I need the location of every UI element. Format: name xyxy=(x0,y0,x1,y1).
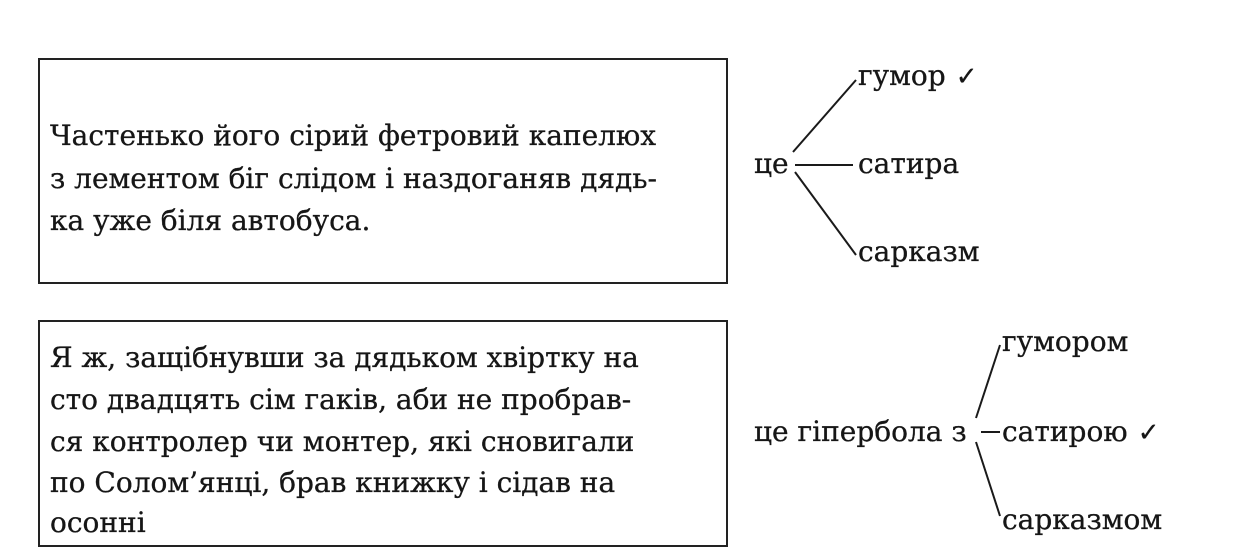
quote-box-1: Частенько його сірий фетровий капелюх з … xyxy=(38,58,728,284)
branch-line xyxy=(975,441,1001,517)
quote-line: по Солом’янці, брав книжку і сідав на xyxy=(50,466,616,499)
branch-line xyxy=(794,171,857,256)
stem-1: це xyxy=(754,147,789,180)
option-humor[interactable]: гуморoм xyxy=(1002,325,1129,358)
branch-line xyxy=(975,344,1001,419)
option-satire[interactable]: сатирою ✓ xyxy=(1002,415,1160,450)
quote-line: сто двадцять сім гаків, аби не пробрав- xyxy=(50,383,632,416)
branch-line xyxy=(792,79,857,153)
quote-line: осонні xyxy=(50,506,146,539)
option-sarcasm[interactable]: сарказм xyxy=(858,235,980,268)
option-sarcasm[interactable]: сарказмом xyxy=(1002,503,1163,536)
option-label: сатирою xyxy=(1002,415,1128,448)
quote-line: Я ж, защібнувши за дядьком хвіртку на xyxy=(50,341,639,374)
quote-line: Частенько його сірий фетровий капелюх xyxy=(50,119,657,152)
checkmark-icon: ✓ xyxy=(1137,418,1160,448)
quote-box-2: Я ж, защібнувши за дядьком хвіртку на ст… xyxy=(38,320,728,547)
stem-2: це гіпербола з xyxy=(754,415,967,448)
checkmark-icon: ✓ xyxy=(955,62,978,92)
option-satire[interactable]: сатира xyxy=(858,147,960,180)
quote-line: ка уже біля автобуса. xyxy=(50,204,371,237)
option-humor[interactable]: гумор ✓ xyxy=(858,59,978,94)
quote-line: з лементом біг слідом і наздоганяв дядь- xyxy=(50,162,657,195)
option-label: гумор xyxy=(858,59,946,92)
quote-line: ся контролер чи монтер, які сновигали xyxy=(50,425,635,458)
